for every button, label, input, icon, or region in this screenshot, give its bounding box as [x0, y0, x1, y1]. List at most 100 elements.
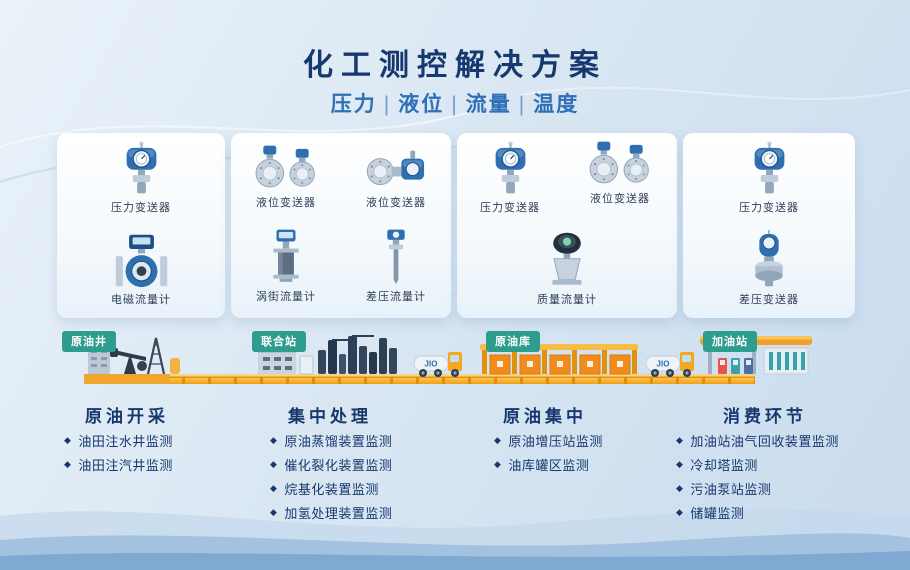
level-transmitter-icon	[252, 144, 320, 191]
differential-pressure-transmitter-icon	[748, 230, 790, 288]
stage-title-collection: 原油集中	[503, 407, 587, 426]
monitoring-item: ◆油田注水井监测	[64, 428, 173, 452]
monitoring-item: ◆ 油田注汽井监测	[64, 452, 173, 476]
monitoring-list-collection: ◆ 原油增压站监测 ◆ 油库罐区监测	[494, 428, 603, 476]
diamond-bullet-icon: ◆	[676, 482, 684, 493]
product-card-3: 压力变送器 液位变送器 质量流量计	[457, 133, 677, 318]
instrument: 电磁流量计	[110, 233, 173, 307]
monitoring-item-label: 原油增压站监测	[508, 433, 603, 449]
monitoring-list-consumption: ◆ 加油站油气回收装置监测 ◆ 冷却塔监测 ◆ 污油泵站监测 ◆ 储罐监测	[676, 428, 839, 524]
stage-title-consumption: 消费环节	[723, 407, 807, 426]
tanker-truck-illustration: JIO	[645, 352, 694, 377]
subtitle-part-flow: 流量	[465, 93, 512, 116]
stage-badge-oil-depot: 原油库	[486, 331, 540, 352]
electromagnetic-flowmeter-icon	[110, 233, 173, 288]
product-card-4: 压力变送器 差压变送器	[683, 133, 855, 318]
instrument-label: 电磁流量计	[111, 294, 171, 306]
stage-badge-joint-station: 联合站	[252, 331, 306, 352]
monitoring-item-label: 加油站油气回收装置监测	[690, 433, 839, 449]
instrument-label: 压力变送器	[739, 202, 799, 214]
monitoring-item-label: 原油蒸馏装置监测	[284, 433, 393, 449]
level-transmitter-icon	[364, 144, 429, 191]
instrument: 差压流量计	[341, 217, 451, 311]
instrument: 压力变送器	[111, 140, 171, 215]
instrument-label: 液位变送器	[366, 197, 426, 209]
tanker-truck-illustration: JIO	[413, 352, 462, 377]
stage-badge-gas-station: 加油站	[703, 331, 757, 352]
instrument: 质量流量计	[537, 231, 597, 307]
instrument-label: 差压流量计	[366, 291, 426, 303]
instrument: 液位变送器	[231, 133, 341, 217]
monitoring-item: ◆ 原油增压站监测	[494, 428, 603, 452]
instrument: 差压变送器	[739, 230, 799, 307]
monitoring-item-label: 催化裂化装置监测	[284, 457, 393, 473]
diamond-bullet-icon: ◆	[270, 506, 278, 517]
diamond-bullet-icon: ◆	[270, 434, 278, 445]
monitoring-item: ◆ 冷却塔监测	[676, 452, 839, 476]
subtitle-part-level: 液位	[398, 93, 445, 116]
monitoring-item-label: 加氢处理装置监测	[284, 505, 393, 521]
diamond-bullet-icon: ◆	[676, 458, 684, 469]
differential-pressure-flowmeter-icon	[376, 228, 416, 285]
pressure-transmitter-icon	[115, 140, 168, 196]
monitoring-item: ◆ 原油蒸馏装置监测	[270, 428, 392, 452]
subtitle-divider: |	[518, 93, 527, 116]
monitoring-item: ◆ 烷基化装置监测	[270, 476, 392, 500]
monitoring-item: ◆ 储罐监测	[676, 500, 839, 524]
monitoring-item-label: 油田注汽井监测	[78, 457, 173, 473]
monitoring-item: ◆ 污油泵站监测	[676, 476, 839, 500]
monitoring-item-label: 烷基化装置监测	[284, 481, 379, 497]
diamond-bullet-icon: ◆	[494, 434, 502, 445]
subtitle-part-temperature: 温度	[533, 93, 580, 116]
level-transmitter-icon	[586, 140, 654, 187]
mass-flowmeter-icon	[541, 231, 593, 288]
page-title: 化工测控解决方案	[303, 49, 607, 82]
stage-title-processing: 集中处理	[288, 407, 372, 426]
diamond-bullet-icon: ◆	[494, 458, 502, 469]
product-cards: 压力变送器 电磁流量计 液位变送器 液位变送器	[57, 133, 855, 318]
stage-title-extraction: 原油开采	[85, 407, 169, 426]
monitoring-item-label: 冷却塔监测	[690, 457, 758, 473]
monitoring-list-extraction: ◆油田注水井监测 ◆ 油田注汽井监测	[64, 428, 173, 476]
diamond-bullet-icon: ◆	[676, 434, 684, 445]
monitoring-list-processing: ◆ 原油蒸馏装置监测 ◆ 催化裂化装置监测 ◆ 烷基化装置监测 ◆ 加氢处理装置监测	[270, 428, 392, 524]
instrument-label: 差压变送器	[739, 294, 799, 306]
instrument-label: 压力变送器	[480, 202, 540, 214]
truck-label: JIO	[425, 360, 438, 369]
diamond-bullet-icon: ◆	[64, 458, 72, 469]
process-flow: JIO	[0, 328, 910, 406]
monitoring-item-label: 污油泵站监测	[690, 481, 772, 497]
subtitle-divider: |	[451, 93, 459, 116]
instrument: 压力变送器	[739, 140, 799, 215]
monitoring-item: ◆ 催化裂化装置监测	[270, 452, 392, 476]
monitoring-item-label: 储罐监测	[690, 505, 745, 521]
instrument-label: 液位变送器	[590, 193, 650, 205]
page-subtitle: 压力|液位|流量|温度	[0, 88, 910, 118]
oil-depot-illustration	[480, 344, 638, 375]
pressure-transmitter-icon	[484, 140, 537, 196]
vortex-flowmeter-icon	[266, 228, 306, 285]
instrument: 液位变送器	[341, 133, 451, 217]
monitoring-item-label: 油库罐区监测	[508, 457, 590, 473]
subtitle-part-pressure: 压力	[330, 93, 377, 116]
instrument-label: 质量流量计	[537, 294, 597, 306]
diamond-bullet-icon: ◆	[270, 482, 278, 493]
monitoring-item: ◆ 油库罐区监测	[494, 452, 603, 476]
diamond-bullet-icon: ◆	[676, 506, 684, 517]
diamond-bullet-icon: ◆	[64, 434, 72, 445]
pipeline-illustration	[140, 374, 755, 384]
pressure-transmitter-icon	[743, 140, 796, 196]
refinery-illustration	[258, 335, 397, 375]
monitoring-item: ◆ 加油站油气回收装置监测	[676, 428, 839, 452]
product-card-2: 液位变送器 液位变送器 涡街流量计 差压流量计	[231, 133, 451, 318]
diamond-bullet-icon: ◆	[270, 458, 278, 469]
truck-label: JIO	[657, 360, 670, 369]
product-card-1: 压力变送器 电磁流量计	[57, 133, 225, 318]
instrument: 涡街流量计	[231, 217, 341, 311]
instrument: 压力变送器	[480, 140, 540, 215]
monitoring-item: ◆ 加氢处理装置监测	[270, 500, 392, 524]
stage-badge-oil-well: 原油井	[62, 331, 116, 352]
process-flow-illustration: JIO	[84, 335, 812, 384]
